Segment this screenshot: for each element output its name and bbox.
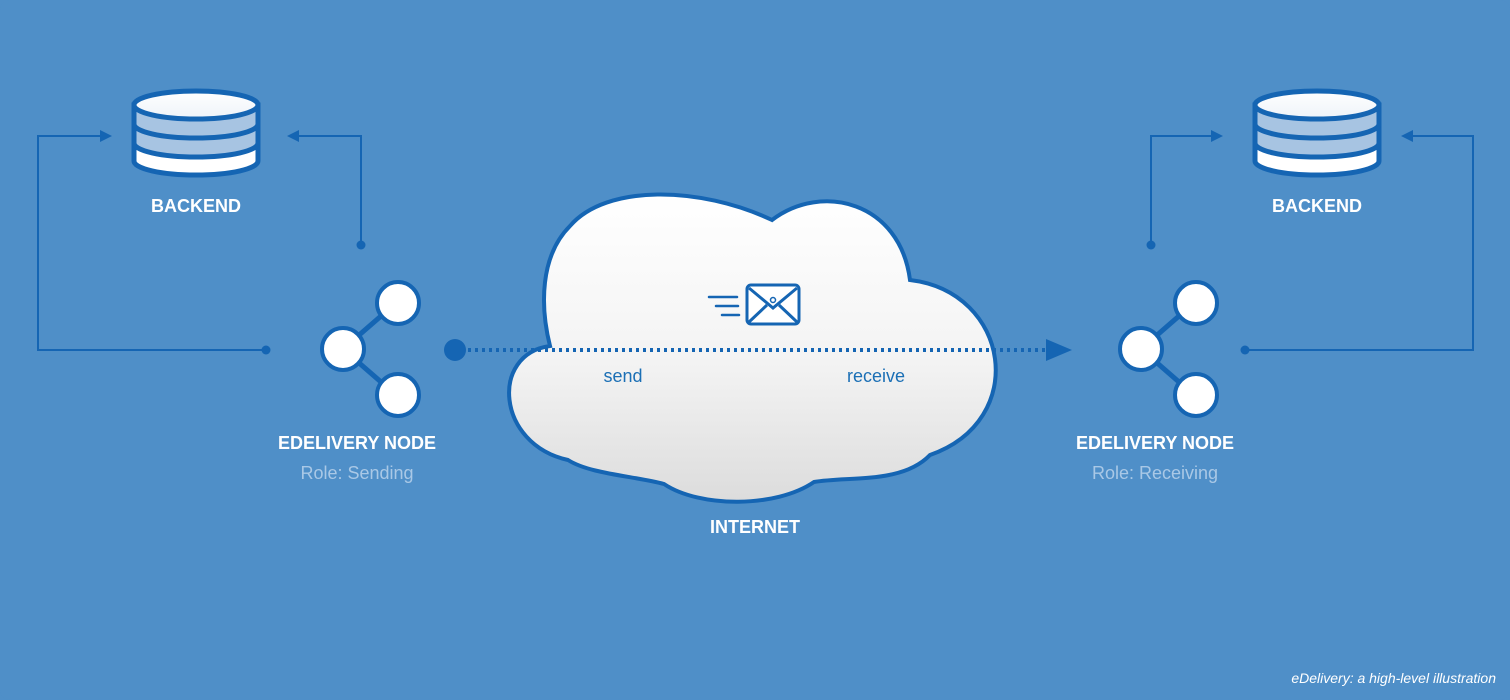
right-node-title: EDELIVERY NODE (1075, 433, 1235, 453)
share-node-icon (1120, 282, 1217, 416)
database-icon (134, 91, 258, 175)
share-node-icon (322, 282, 419, 416)
flow-start-dot (444, 339, 466, 361)
left-node-title: EDELIVERY NODE (277, 433, 437, 453)
internet-label: INTERNET (710, 517, 800, 537)
receive-label: receive (846, 366, 906, 386)
arrow-icon (1046, 339, 1072, 361)
cloud-icon (507, 192, 998, 504)
left-backend-label: BACKEND (151, 196, 241, 216)
database-icon (1255, 91, 1379, 175)
right-node-role: Role: Receiving (1091, 463, 1219, 483)
left-connector-dot (261, 345, 271, 355)
arrow-icon (287, 130, 299, 142)
right-connector-dot (1240, 345, 1250, 355)
right-connector-dot (1146, 240, 1156, 250)
right-backend-label: BACKEND (1272, 196, 1362, 216)
right-connector-lines (1150, 135, 1474, 351)
arrow-icon (1211, 130, 1223, 142)
left-node-role: Role: Sending (300, 463, 414, 483)
arrow-icon (100, 130, 112, 142)
send-label: send (603, 366, 643, 386)
left-connector-dot (356, 240, 366, 250)
left-connector-lines (37, 135, 362, 351)
figure-caption: eDelivery: a high-level illustration (1291, 670, 1496, 686)
arrow-icon (1401, 130, 1413, 142)
mail-icon (707, 283, 801, 326)
